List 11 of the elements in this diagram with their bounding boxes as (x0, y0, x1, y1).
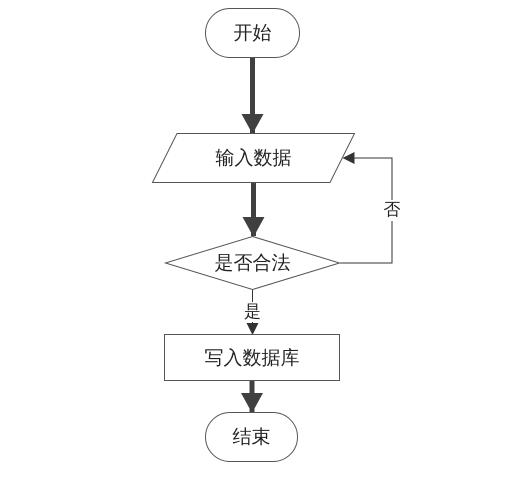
arrow (340, 152, 392, 264)
arrow (242, 183, 264, 237)
node-label: 写入数据库 (204, 346, 300, 370)
arrow (241, 381, 263, 413)
node-label: 结束 (232, 425, 270, 450)
arrow (242, 58, 264, 134)
node-label: 是否合法 (214, 251, 290, 276)
node-label: 输入数据 (216, 146, 292, 171)
node-label: 开始 (234, 21, 272, 46)
edge-label: 否 (384, 200, 400, 221)
edge-label: 是 (244, 302, 261, 322)
